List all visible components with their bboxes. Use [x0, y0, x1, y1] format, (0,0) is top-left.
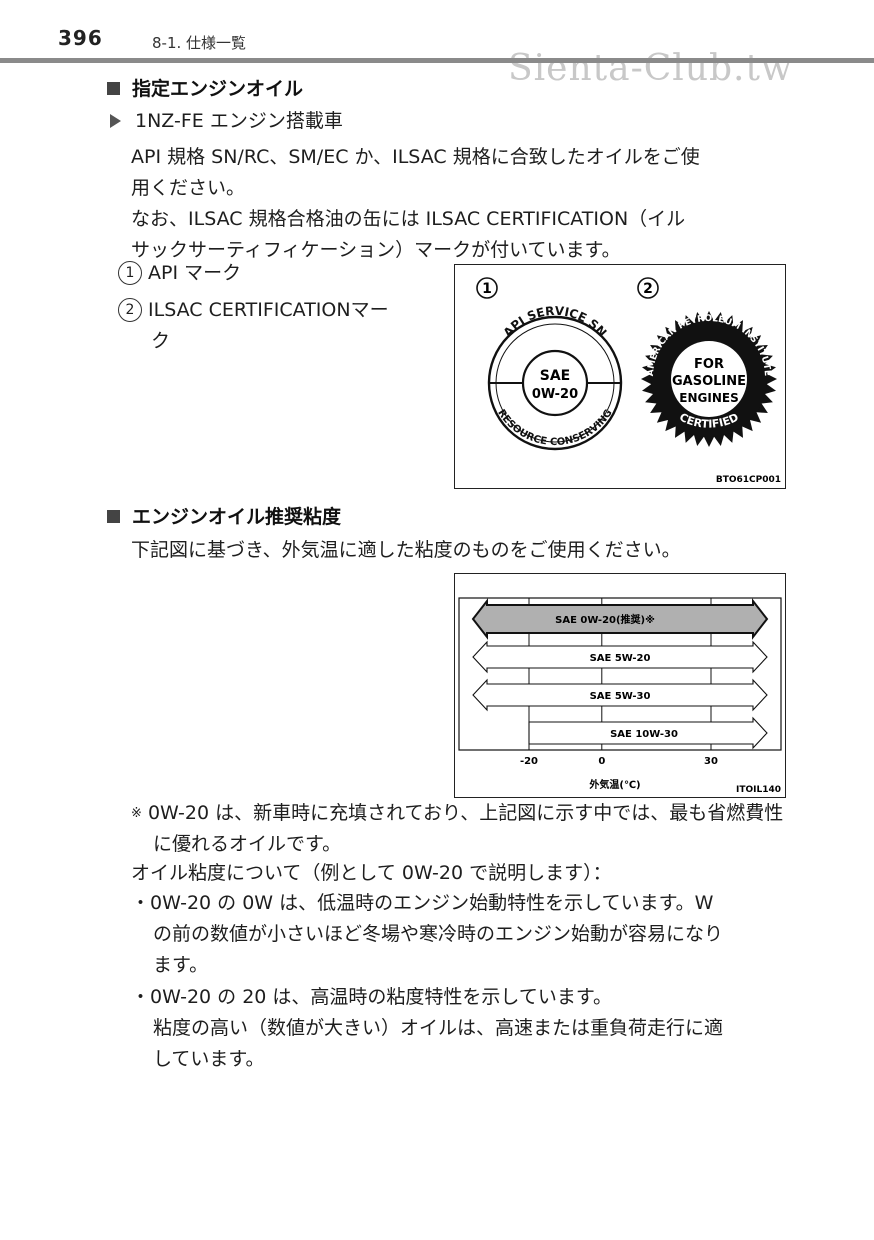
engine-label: 1NZ-FE エンジン搭載車 [110, 106, 343, 137]
section-heading-viscosity-text: エンジンオイル推奨粘度 [132, 506, 342, 528]
ilsac-arc-bottom-text: CERTIFIED [677, 411, 740, 431]
triangle-bullet-icon [110, 114, 121, 128]
section-heading-oil-text: 指定エンジンオイル [132, 78, 304, 100]
bullet1-line3: ます。 [153, 954, 209, 976]
oil-marks-figure: 1 2 API SERVICE SN RESOURCE CONSERVING S… [454, 264, 786, 489]
fig-label-2: 2 [637, 277, 659, 299]
range-bar [528, 716, 768, 750]
range-bar [472, 678, 768, 712]
section-heading-oil: 指定エンジンオイル [107, 74, 303, 101]
fig-label-1: 1 [476, 277, 498, 299]
chart-ticks: -20 0 30 [520, 756, 718, 767]
bullet2-line3: しています。 [153, 1048, 265, 1070]
footnote-line1: 0W-20 は、新車時に充填されており、上記図に示す中では、最も省燃費性 [147, 802, 784, 824]
api-center-grade: 0W-20 [532, 387, 578, 402]
circled-number-1: 1 [118, 261, 142, 285]
mark-item-2-text-line1: ILSAC CERTIFICATIONマー [148, 299, 389, 321]
mark-list-item-1: 1 API マーク [118, 258, 241, 289]
svg-text:2: 2 [643, 281, 653, 297]
api-service-mark: API SERVICE SN RESOURCE CONSERVING SAE 0… [487, 304, 623, 451]
range-bar-label: SAE 0W-20(推奨)※ [555, 613, 655, 626]
circled-number-2: 2 [118, 298, 142, 322]
range-bar-label: SAE 5W-20 [590, 653, 651, 664]
marks-figure-code: BTO61CP001 [716, 475, 781, 485]
ilsac-center-line3: ENGINES [679, 391, 738, 405]
mark-item-2-text-line2: ク [151, 330, 171, 352]
ilsac-center-line1: FOR [694, 357, 724, 372]
para2-line1: なお、ILSAC 規格合格油の缶には ILSAC CERTIFICATION（イ… [131, 208, 686, 230]
range-bar [472, 640, 768, 674]
header-rule [0, 58, 874, 63]
bullet2-line2: 粘度の高い（数値が大きい）オイルは、高速または重負荷走行に適 [153, 1017, 724, 1039]
bullet1-line1: ・0W-20 の 0W は、低温時のエンジン始動特性を示しています。W [131, 892, 714, 914]
footnote-line2: に優れるオイルです。 [153, 833, 342, 855]
bullet-1: ・0W-20 の 0W は、低温時のエンジン始動特性を示しています。W の前の数… [131, 888, 791, 981]
para2-line2: サックサーティフィケーション）マークが付いています。 [131, 239, 621, 261]
ilsac-certification-mark: AMERICAN PETROLEUM INSTITUTE CERTIFIED F… [641, 311, 777, 447]
square-bullet-icon [107, 82, 120, 95]
page-number: 396 [58, 26, 103, 50]
ilsac-center-line2: GASOLINE [672, 374, 746, 389]
svg-text:1: 1 [482, 281, 492, 297]
x-tick-label: 0 [598, 756, 605, 767]
api-center-sae: SAE [540, 368, 570, 384]
bullet1-line2: の前の数値が小さいほど冬場や寒冷時のエンジン始動が容易になり [153, 923, 724, 945]
mark-list-item-2: 2 ILSAC CERTIFICATIONマー ク [118, 295, 448, 357]
chapter-title: 8-1. 仕様一覧 [152, 34, 247, 52]
chart-figure-code: ITOIL140 [736, 785, 781, 795]
viscosity-explanation: オイル粘度について（例として 0W-20 で説明します）： [131, 858, 791, 889]
para1-line2: 用ください。 [131, 177, 246, 199]
viscosity-intro: 下記図に基づき、外気温に適した粘度のものをご使用ください。 [131, 539, 681, 561]
footnote: ※ 0W-20 は、新車時に充填されており、上記図に示す中では、最も省燃費性 に… [131, 798, 791, 860]
watermark-text: Sienta-Club.tw [508, 48, 793, 89]
range-bar-label: SAE 5W-30 [590, 691, 651, 702]
engine-label-text: 1NZ-FE エンジン搭載車 [135, 110, 343, 132]
mark-item-1-text: API マーク [148, 262, 242, 284]
range-bar [471, 598, 769, 640]
chart-plot-frame [458, 597, 782, 751]
square-bullet-icon [107, 510, 120, 523]
footnote-mark: ※ [131, 806, 142, 821]
bullet-2: ・0W-20 の 20 は、高温時の粘度特性を示しています。 粘度の高い（数値が… [131, 982, 791, 1075]
chart-xlabel: 外気温(℃) [588, 778, 640, 791]
bullet2-line1: ・0W-20 の 20 は、高温時の粘度特性を示しています。 [131, 986, 612, 1008]
viscosity-explanation-intro: オイル粘度について（例として 0W-20 で説明します）： [131, 862, 612, 884]
oil-marks-svg: 1 2 API SERVICE SN RESOURCE CONSERVING S… [476, 277, 781, 485]
para1-line1: API 規格 SN/RC、SM/EC か、ILSAC 規格に合致したオイルをご使 [131, 146, 700, 168]
x-tick-label: 30 [704, 756, 718, 767]
x-tick-label: -20 [520, 756, 538, 767]
section-heading-viscosity: エンジンオイル推奨粘度 [107, 502, 341, 529]
range-bar-label: SAE 10W-30 [610, 729, 678, 740]
oil-spec-paragraph: API 規格 SN/RC、SM/EC か、ILSAC 規格に合致したオイルをご使… [131, 142, 791, 266]
